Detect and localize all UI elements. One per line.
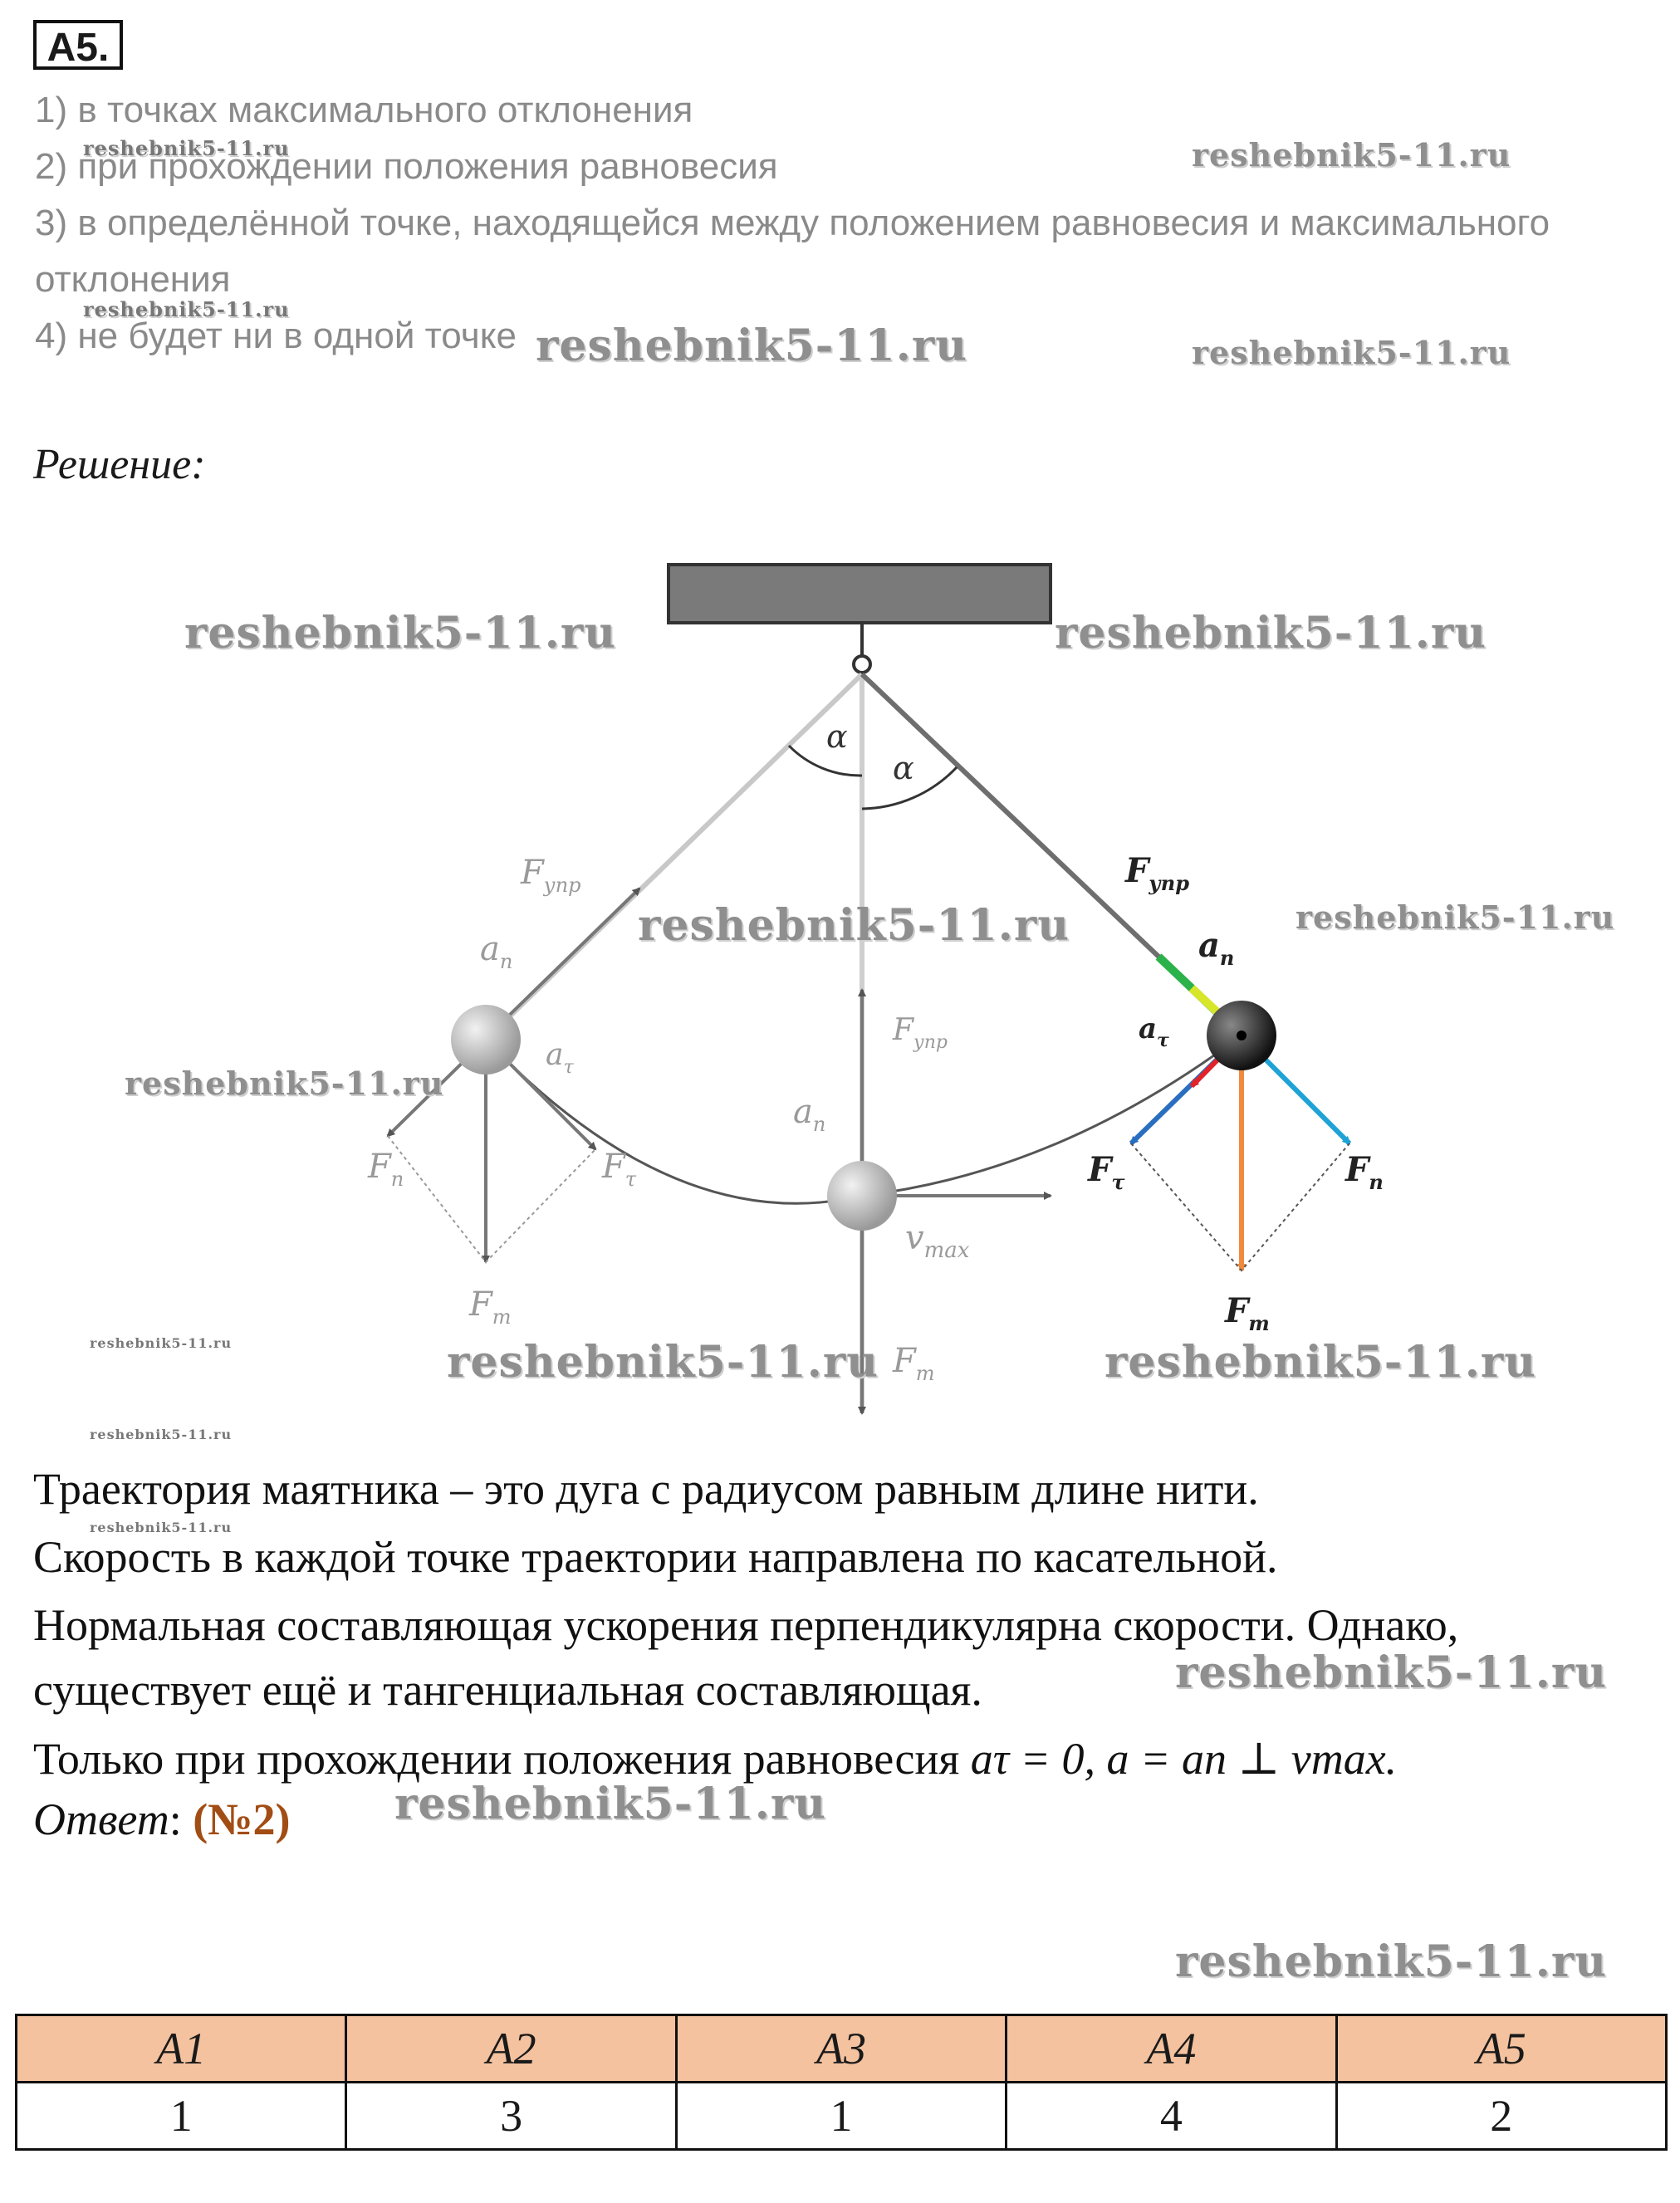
option-1: 1) в точках максимального отклонения [35, 90, 693, 130]
velocity-label: vmax [905, 1219, 970, 1263]
watermark: reshebnik5-11.ru [447, 1337, 879, 1388]
right-f-n-label: Fn [1344, 1150, 1384, 1194]
answer-value: (№2) [193, 1794, 291, 1844]
table-header-cell: A3 [674, 2014, 1008, 2083]
left-a-tau-label: aτ [546, 1038, 574, 1078]
table-cell: 1 [14, 2081, 348, 2151]
watermark: reshebnik5-11.ru [536, 321, 968, 371]
watermark: reshebnik5-11.ru [1192, 136, 1511, 174]
table-cell: 1 [674, 2081, 1008, 2151]
watermark: reshebnik5-11.ru [1104, 1337, 1537, 1388]
left-gravity-label: Fт [468, 1285, 512, 1329]
table-header-row: A1 A2 A3 A4 A5 [14, 2014, 1668, 2083]
option-3-cont: отклонения [35, 259, 231, 300]
table-row: 1 3 1 4 2 [14, 2081, 1668, 2151]
explanation-line-4: существует ещё и тангенциальная составля… [33, 1665, 982, 1715]
explanation-line-3: Нормальная составляющая ускорения перпен… [33, 1600, 1459, 1650]
explanation-line-1: Траектория маятника – это дуга с радиусо… [33, 1464, 1259, 1514]
table-cell: 2 [1335, 2081, 1668, 2151]
watermark: reshebnik5-11.ru [394, 1779, 827, 1829]
table-header-cell: A2 [345, 2014, 678, 2083]
watermark: reshebnik5-11.ru [184, 608, 617, 658]
solution-heading: Решение: [33, 441, 206, 488]
watermark: reshebnik5-11.ru [1175, 1936, 1608, 1987]
angle-arc-right [861, 766, 958, 810]
watermark: reshebnik5-11.ru [638, 900, 1070, 951]
watermark: reshebnik5-11.ru [1055, 608, 1487, 658]
center-gravity-label: Fт [892, 1342, 935, 1385]
table-cell: 3 [345, 2081, 678, 2151]
left-ball [451, 1005, 521, 1075]
watermark: reshebnik5-11.ru [90, 1335, 233, 1351]
answers-table: A1 A2 A3 A4 A5 1 3 1 4 2 [14, 2014, 1668, 2151]
answer-line: Ответ: (№2) [33, 1794, 291, 1844]
center-f-upr-label: Fупр [892, 1013, 948, 1053]
table-header-cell: A5 [1335, 2014, 1668, 2083]
watermark: reshebnik5-11.ru [83, 136, 290, 160]
watermark: reshebnik5-11.ru [1296, 898, 1615, 936]
right-gravity-label: Fт [1224, 1291, 1270, 1335]
left-f-tau-label: Fτ [601, 1148, 637, 1191]
left-f-upr-label: Fупр [520, 854, 581, 897]
left-f-upr-arrow [484, 887, 641, 1040]
explanation-line-5: Только при прохождении положения равнове… [33, 1734, 1398, 1784]
right-a-n-label: an [1198, 926, 1234, 970]
left-a-n-label: an [480, 930, 512, 973]
right-f-tau-label: Fτ [1087, 1150, 1125, 1194]
watermark: reshebnik5-11.ru [90, 1520, 233, 1535]
pendulum-diagram: α α Fупр an aτ Fn Fτ Fт Fупр an vmax Fт … [367, 563, 1384, 1415]
option-3: 3) в определённой точке, находящейся меж… [35, 203, 1550, 243]
option-4: 4) не будет ни в одной точке [35, 316, 517, 356]
center-a-n-label: an [793, 1093, 825, 1136]
explanation-line-2: Скорость в каждой точке траектории напра… [33, 1532, 1278, 1582]
table-header-cell: A1 [14, 2014, 348, 2083]
right-a-tau-label: aτ [1139, 1012, 1169, 1051]
watermark: reshebnik5-11.ru [83, 297, 290, 321]
alpha-right: α [893, 750, 914, 786]
watermark: reshebnik5-11.ru [125, 1065, 444, 1102]
table-header-cell: A4 [1005, 2014, 1338, 2083]
watermark: reshebnik5-11.ru [1192, 334, 1511, 371]
alpha-left: α [826, 718, 848, 755]
ceiling-support [667, 563, 1052, 624]
formula: aτ = 0, a = an ⊥ vmax. [970, 1734, 1398, 1784]
table-cell: 4 [1005, 2081, 1338, 2151]
center-ball [827, 1161, 897, 1231]
pivot-ring [852, 654, 872, 674]
option-2: 2) при прохождении положения равновесия [35, 146, 778, 187]
watermark: reshebnik5-11.ru [90, 1427, 233, 1442]
watermark: reshebnik5-11.ru [1175, 1647, 1608, 1698]
right-f-upr-label: Fупр [1124, 851, 1189, 895]
angle-arc-left [787, 744, 863, 777]
left-f-n-label: Fn [367, 1148, 404, 1191]
task-label: A5. [33, 20, 123, 70]
